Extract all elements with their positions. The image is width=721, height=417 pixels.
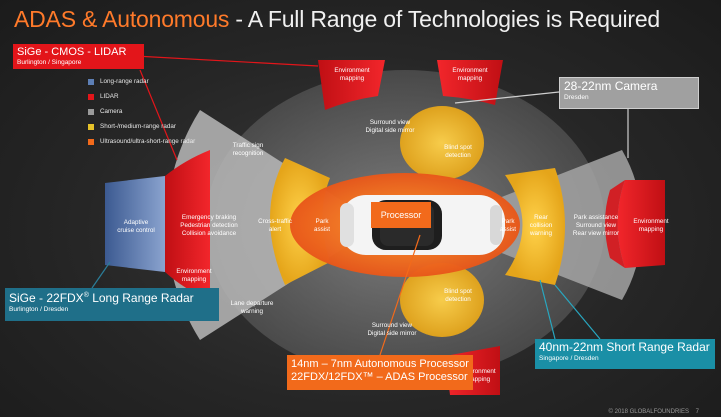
title-highlight: ADAS & Autonomous: [14, 6, 230, 32]
lidar-top-left-zone: [318, 60, 385, 110]
camera-connector-1: [454, 91, 560, 104]
legend-swatch-ultrasound: [88, 138, 94, 145]
footer: © 2018 GLOBALFOUNDRIES 7: [609, 409, 699, 415]
legend-swatch-camera: [88, 108, 94, 115]
legend-item: Camera: [88, 104, 195, 119]
callout-short-range-radar: 40nm-22nm Short Range Radar Singapore / …: [535, 339, 715, 369]
callout-camera: 28-22nm Camera Dresden: [559, 77, 699, 109]
callout-long-range-radar: SiGe - 22FDX® Long Range Radar Burlingto…: [5, 288, 219, 321]
callout-camera-title: 28-22nm Camera: [564, 79, 658, 93]
legend-swatch-long-range: [88, 78, 94, 85]
callout-long-range-suffix: Long Range Radar: [88, 291, 194, 305]
page-title: ADAS & Autonomous - A Full Range of Tech…: [14, 6, 660, 33]
legend-label: Long-range radar: [100, 78, 149, 85]
legend-item: LIDAR: [88, 89, 195, 104]
legend-label: Ultrasound/ultra-short-range radar: [100, 138, 196, 145]
callout-long-range-sub: Burlington / Dresden: [9, 305, 69, 313]
callout-long-range-title: SiGe - 22FDX® Long Range Radar: [9, 291, 215, 306]
legend-item: Short-/medium-range radar: [88, 119, 195, 134]
short-range-rear: [505, 168, 565, 285]
long-range-connector: [91, 261, 111, 289]
lidar-top-right-zone: [437, 60, 503, 105]
callout-short-range-sub: Singapore / Dresden: [539, 354, 599, 362]
lidar-connector: [134, 55, 319, 67]
short-range-connector-2: [554, 284, 601, 340]
callout-short-range-title: 40nm-22nm Short Range Radar: [539, 340, 710, 354]
processor-connector: [379, 234, 421, 356]
lidar-rear-zone: [617, 180, 665, 268]
short-range-connector-1: [539, 279, 556, 340]
callout-lidar: SiGe - CMOS - LIDAR Burlington / Singapo…: [13, 44, 144, 69]
callout-long-range-prefix: SiGe - 22FDX: [9, 291, 84, 305]
title-rest: - A Full Range of Technologies is Requir…: [229, 6, 661, 32]
legend-swatch-lidar: [88, 93, 94, 100]
long-range-radar-zone: [105, 176, 165, 272]
processor-box: Processor: [371, 202, 431, 228]
lidar-front-zone: [165, 150, 210, 300]
legend-item: Ultrasound/ultra-short-range radar: [88, 134, 195, 149]
legend-label: Short-/medium-range radar: [100, 123, 176, 130]
callout-processor-line2: 22FDX/12FDX™ – ADAS Processor: [291, 370, 468, 383]
legend: Long-range radar LIDAR Camera Short-/med…: [88, 74, 195, 149]
callout-long-range-sup: ®: [83, 292, 89, 299]
page-number: 7: [695, 409, 699, 415]
footer-copyright: © 2018 GLOBALFOUNDRIES: [608, 409, 689, 415]
legend-label: LIDAR: [100, 93, 119, 100]
lidar-connector-2: [139, 69, 178, 161]
callout-camera-sub: Dresden: [564, 93, 589, 101]
callout-lidar-title: SiGe - CMOS - LIDAR: [17, 46, 127, 58]
callout-lidar-sub: Burlington / Singapore: [17, 58, 82, 66]
legend-item: Long-range radar: [88, 74, 195, 89]
callout-processor: 14nm – 7nm Autonomous Processor 22FDX/12…: [287, 355, 473, 390]
legend-label: Camera: [100, 108, 123, 115]
callout-processor-line1: 14nm – 7nm Autonomous Processor: [291, 358, 469, 370]
short-range-top: [400, 106, 484, 180]
legend-swatch-short-range: [88, 123, 94, 130]
short-range-bottom: [400, 263, 484, 337]
